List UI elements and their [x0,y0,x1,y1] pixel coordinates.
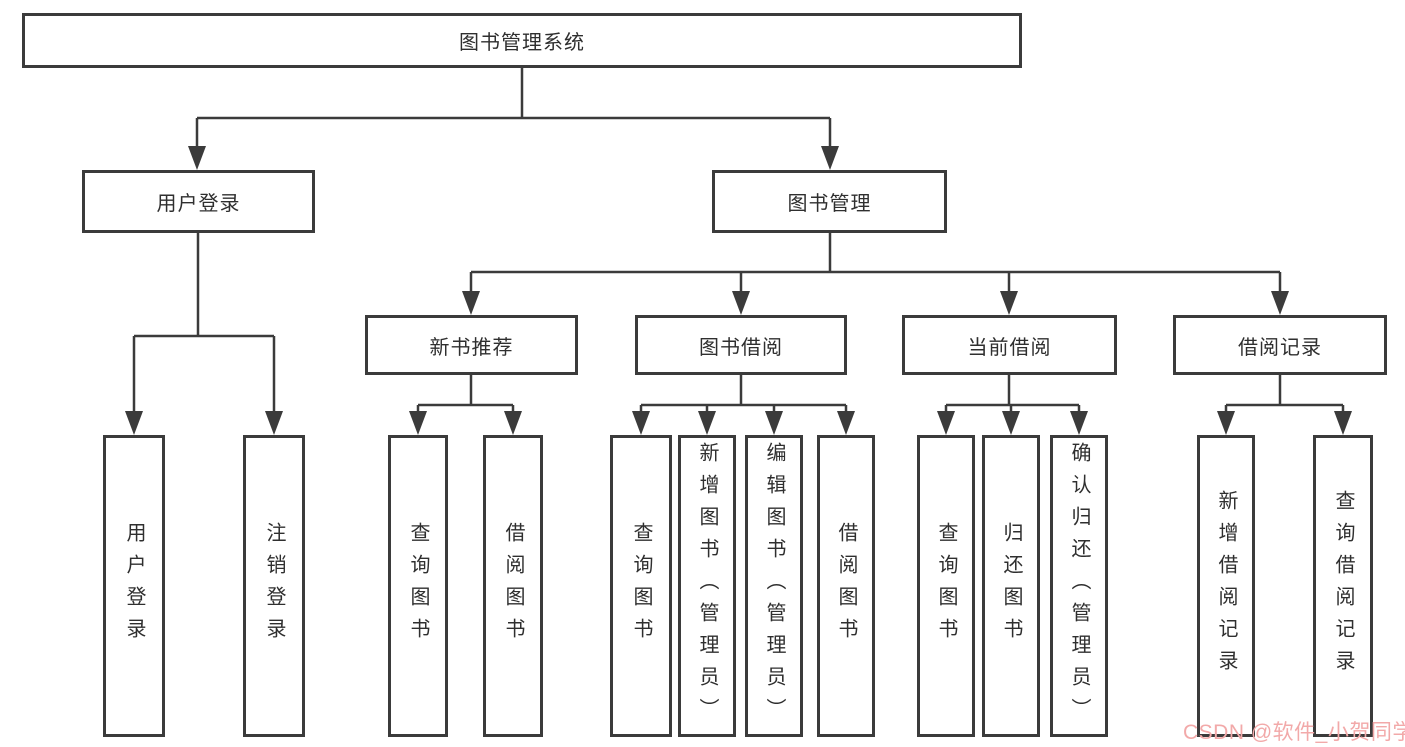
node-label: 图书管理系统 [459,32,585,54]
arrowheads [125,146,1352,435]
leaf-confirm-return-admin: 确认归还（管理员） [1050,435,1108,737]
leaf-add-books-admin: 新增图书（管理员） [678,435,736,737]
node-user-login: 用户登录 [82,170,315,233]
leaf-label: 确认归还（管理员） [1068,442,1090,730]
leaf-label: 归还图书 [1000,522,1022,650]
leaf-user-login: 用户登录 [103,435,165,737]
node-label: 借阅记录 [1238,336,1322,359]
node-label: 新书推荐 [429,336,514,359]
leaf-return-books: 归还图书 [982,435,1040,737]
leaf-label: 编辑图书（管理员） [763,442,785,730]
leaf-borrow-books-recommend: 借阅图书 [483,435,543,737]
node-label: 用户登录 [156,193,241,215]
leaf-add-borrow-record: 新增借阅记录 [1197,435,1255,737]
node-current-borrow: 当前借阅 [902,315,1117,375]
node-book-management: 图书管理 [712,170,947,233]
leaf-label: 新增借阅记录 [1215,490,1237,682]
leaf-label: 注销登录 [263,522,285,650]
node-borrow-records: 借阅记录 [1173,315,1387,375]
leaf-query-books-current: 查询图书 [917,435,975,737]
leaf-label: 查询借阅记录 [1332,490,1354,682]
leaf-query-borrow-record: 查询借阅记录 [1313,435,1373,737]
leaf-label: 查询图书 [407,522,429,650]
csdn-watermark: CSDN @软件_小贺同学 [1183,721,1405,744]
leaf-borrow-books: 借阅图书 [817,435,875,737]
leaf-logout: 注销登录 [243,435,305,737]
leaf-query-books-borrow: 查询图书 [610,435,672,737]
node-new-book-recommend: 新书推荐 [365,315,578,375]
node-label: 图书管理 [787,193,872,215]
node-label: 当前借阅 [967,336,1052,359]
leaf-edit-books-admin: 编辑图书（管理员） [745,435,803,737]
leaf-label: 借阅图书 [835,522,857,650]
leaf-query-books-recommend: 查询图书 [388,435,448,737]
node-library-management-system: 图书管理系统 [22,13,1022,68]
leaf-label: 查询图书 [935,522,957,650]
node-book-borrow: 图书借阅 [635,315,847,375]
leaf-label: 新增图书（管理员） [696,442,718,730]
leaf-label: 查询图书 [630,522,652,650]
node-label: 图书借阅 [699,336,783,359]
leaf-label: 借阅图书 [502,522,524,650]
leaf-label: 用户登录 [123,522,145,650]
